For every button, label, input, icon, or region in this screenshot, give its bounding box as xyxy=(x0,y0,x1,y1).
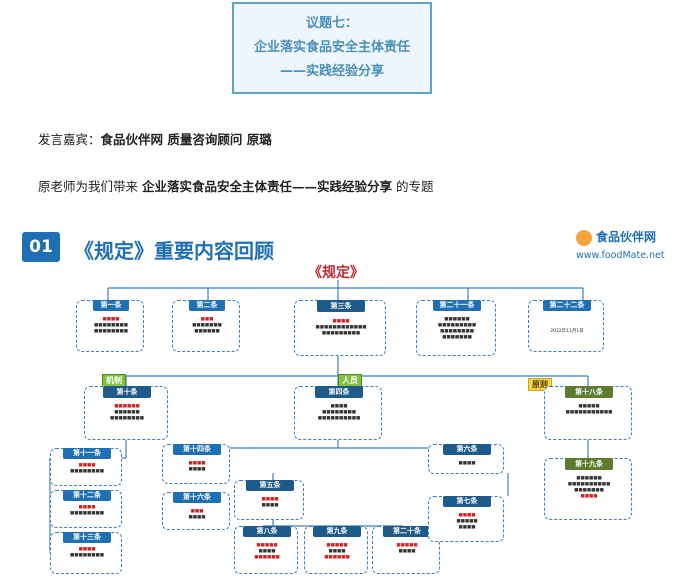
article-box-12: 第十二条 ■■■■■■■■■■■■ xyxy=(50,490,122,528)
article-box-8: 第八条 ■■■■■■■■■■■■■■■ xyxy=(234,526,298,574)
article-header-13: 第十三条 xyxy=(63,532,111,543)
article-box-6: 第六条 ■■■■ xyxy=(428,444,504,474)
article-header-12: 第十二条 xyxy=(63,490,111,501)
article-18-text: ■■■■■■■■■■■■■■■■ xyxy=(565,404,613,415)
article-box-2: 第二条 ■■■■■■■■■■■■■■■■ xyxy=(172,300,240,352)
article-header-8: 第八条 xyxy=(243,526,291,537)
article-13-text: ■■■■■■■■■■■■ xyxy=(69,547,104,558)
article-3-text: ■■■■■■■■■■■■■■■■■■■■■■■■■ xyxy=(315,319,367,336)
article-box-21: 第二十一条 ■■■■■■■■■■■■■■■■■■■■■■■■■■■■■■ xyxy=(416,300,496,356)
article-header-14: 第十四条 xyxy=(173,444,221,455)
article-header-21: 第二十一条 xyxy=(433,300,481,311)
tag-principle: 原则 xyxy=(528,378,552,391)
article-1-text: ■■■■■■■■■■■■■■■■■■■■ xyxy=(93,317,128,334)
topic-title-line1: 议题七： xyxy=(305,16,358,31)
diagram-root-label: 《规定》 xyxy=(308,265,364,281)
article-header-5: 第五条 xyxy=(246,480,294,491)
article-11-text: ■■■■■■■■■■■■ xyxy=(69,463,104,474)
intro-topic: 企业落实食品安全主体责任——实践经验分享 xyxy=(142,179,393,194)
article-box-16: 第十六条 ■■■■■■■ xyxy=(162,492,230,530)
article-16-text: ■■■■■■■ xyxy=(188,509,206,520)
article-box-14: 第十四条 ■■■■■■■■ xyxy=(162,444,230,484)
article-header-7: 第七条 xyxy=(443,496,491,507)
slide-number: 01 xyxy=(22,232,60,262)
article-9-text: ■■■■■■■■■■■■■■■ xyxy=(324,543,350,560)
article-19-text: ■■■■■■■■■■■■■■■■■■■■■■■■■■■ xyxy=(567,476,611,499)
speaker-line: 发言嘉宾：食品伙伴网 质量咨询顾问 原璐 xyxy=(38,129,272,148)
logo-icon xyxy=(576,230,592,246)
article-box-18: 第十八条 ■■■■■■■■■■■■■■■■ xyxy=(544,386,632,440)
slide-image: 01 《规定》重要内容回顾 食品伙伴网 www.foodMate.net 《规定… xyxy=(8,208,681,578)
article-7-text: ■■■■■■■■■■■■■ xyxy=(456,513,478,530)
article-box-22: 第二十二条 2022年11月1日 xyxy=(528,300,604,352)
article-6-text: ■■■■ xyxy=(458,461,476,466)
article-header-22: 第二十二条 xyxy=(543,300,591,311)
article-box-5: 第五条 ■■■■■■■■ xyxy=(234,480,304,520)
intro-prefix: 原老师为我们带来 xyxy=(38,179,139,194)
article-box-7: 第七条 ■■■■■■■■■■■■■ xyxy=(428,496,504,542)
article-20-text: ■■■■■■■■■ xyxy=(396,543,418,554)
topic-title-line3: ——实践经验分享 xyxy=(279,64,384,79)
logo-cn: 食品伙伴网 xyxy=(596,230,657,244)
article-box-3: 第三条 ■■■■■■■■■■■■■■■■■■■■■■■■■ xyxy=(294,300,386,356)
article-box-19: 第十九条 ■■■■■■■■■■■■■■■■■■■■■■■■■■■ xyxy=(544,458,632,520)
article-header-6: 第六条 xyxy=(443,444,491,455)
article-box-10: 第十条 ■■■■■■■■■■■■■■■■■■■■ xyxy=(84,386,168,440)
article-box-4: 第四条 ■■■■■■■■■■■■■■■■■■■■■■ xyxy=(294,386,382,440)
article-box-11: 第十一条 ■■■■■■■■■■■■ xyxy=(50,448,122,486)
speaker-value: 食品伙伴网 质量咨询顾问 原璐 xyxy=(100,132,272,147)
article-5-text: ■■■■■■■■ xyxy=(261,497,279,508)
article-header-9: 第九条 xyxy=(313,526,361,537)
intro-suffix: 的专题 xyxy=(396,179,434,194)
article-12-text: ■■■■■■■■■■■■ xyxy=(69,505,104,516)
speaker-label: 发言嘉宾： xyxy=(38,132,101,147)
article-header-18: 第十八条 xyxy=(565,386,613,398)
article-8-text: ■■■■■■■■■■■■■■■ xyxy=(254,543,280,560)
article-header-4: 第四条 xyxy=(315,386,363,398)
article-box-9: 第九条 ■■■■■■■■■■■■■■■ xyxy=(304,526,368,574)
article-2-text: ■■■■■■■■■■■■■■■■ xyxy=(192,317,222,334)
article-header-19: 第十九条 xyxy=(565,458,613,470)
article-21-text: ■■■■■■■■■■■■■■■■■■■■■■■■■■■■■■ xyxy=(437,317,477,340)
article-header-20: 第二十条 xyxy=(383,526,431,537)
topic-title-line2: 企业落实食品安全主体责任 xyxy=(253,40,410,55)
article-14-text: ■■■■■■■■ xyxy=(188,461,206,472)
topic-title-box: 议题七： 企业落实食品安全主体责任 ——实践经验分享 xyxy=(232,2,432,94)
article-22-text: 2022年11月1日 xyxy=(550,329,584,334)
article-header-11: 第十一条 xyxy=(63,448,111,459)
article-box-1: 第一条 ■■■■■■■■■■■■■■■■■■■■ xyxy=(76,300,144,352)
article-header-2: 第二条 xyxy=(189,300,225,311)
article-4-text: ■■■■■■■■■■■■■■■■■■■■■■ xyxy=(317,404,361,421)
logo-url: www.foodMate.net xyxy=(576,250,665,261)
article-header-16: 第十六条 xyxy=(173,492,221,503)
intro-line: 原老师为我们带来 企业落实食品安全主体责任——实践经验分享 的专题 xyxy=(38,176,434,195)
article-header-3: 第三条 xyxy=(317,300,365,312)
article-10-text: ■■■■■■■■■■■■■■■■■■■■ xyxy=(109,404,144,421)
foodmate-logo: 食品伙伴网 www.foodMate.net xyxy=(576,228,672,268)
slide-heading: 《规定》重要内容回顾 xyxy=(74,239,274,263)
article-header-1: 第一条 xyxy=(93,300,129,311)
article-header-10: 第十条 xyxy=(103,386,151,398)
article-box-13: 第十三条 ■■■■■■■■■■■■ xyxy=(50,532,122,574)
